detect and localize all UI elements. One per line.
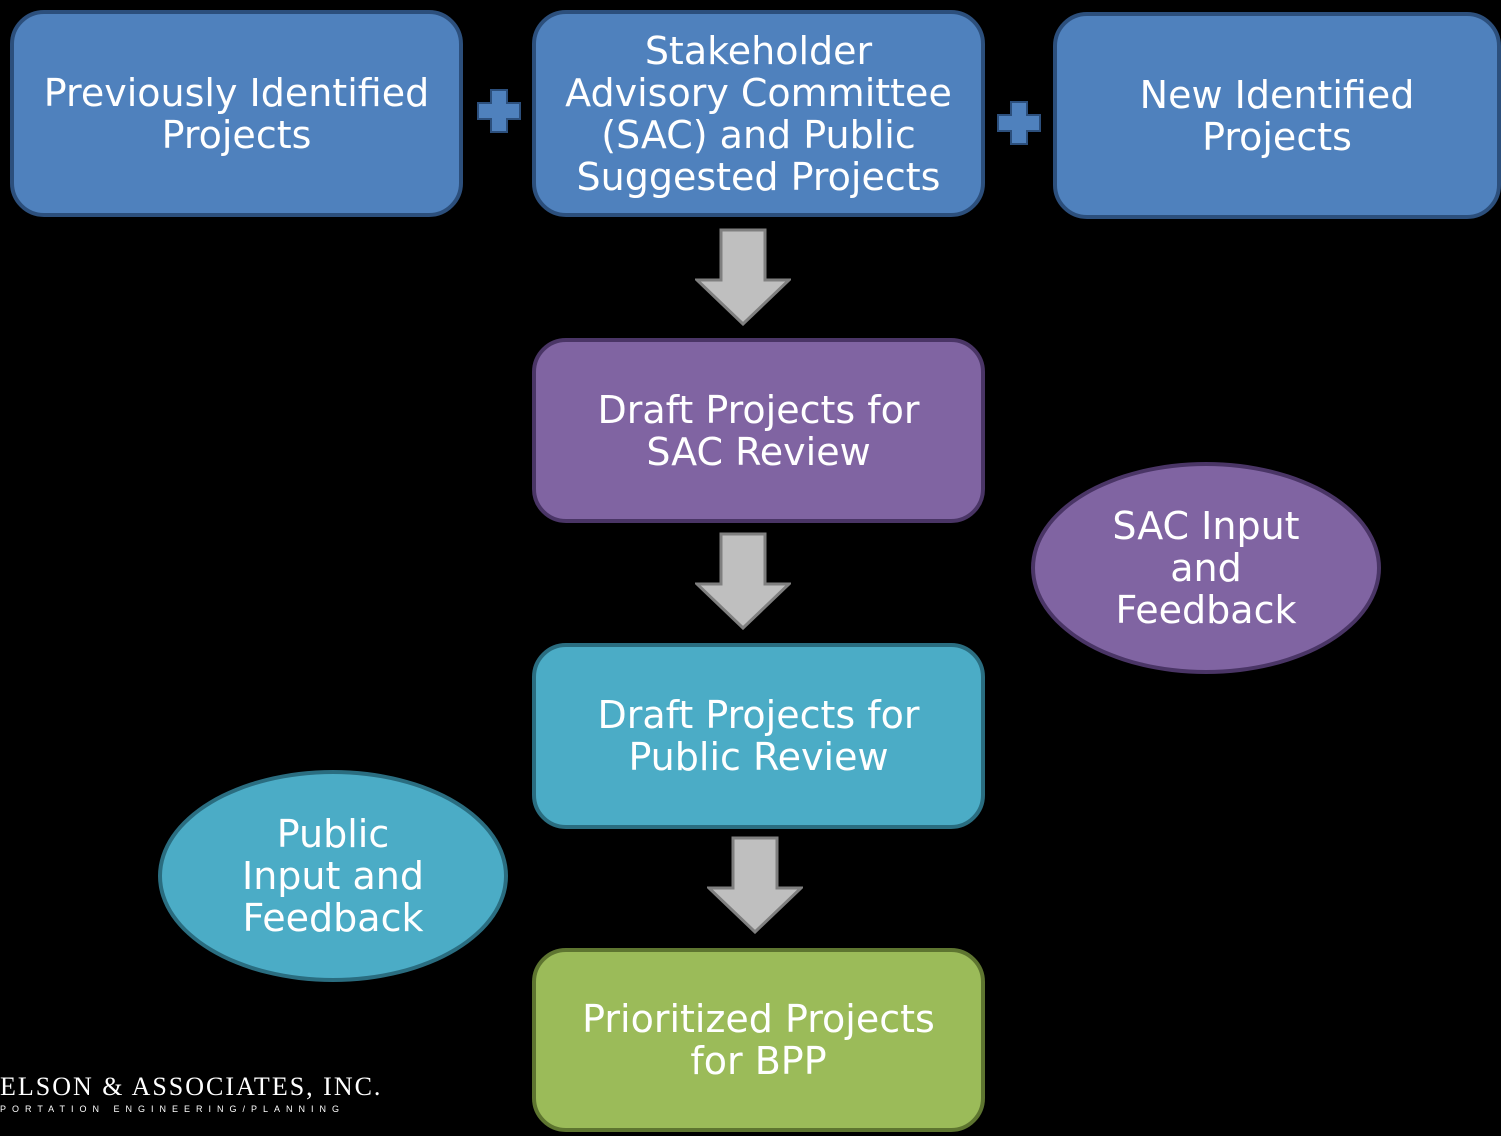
oval-sac-input-label: SAC Input and Feedback	[1112, 504, 1300, 632]
box-new-identified-label: New Identified Projects	[1139, 72, 1415, 159]
box-previously-identified-projects: Previously Identified Projects	[10, 10, 463, 217]
oval-public-input-label: Public Input and Feedback	[242, 812, 424, 940]
box-prioritized-projects: Prioritized Projects for BPP	[532, 948, 985, 1132]
plus-icon	[477, 89, 521, 133]
logo-tagline: PORTATION ENGINEERING/PLANNING	[0, 1104, 346, 1114]
plus-icon	[997, 101, 1041, 145]
box-previously-identified-label: Previously Identified Projects	[43, 70, 430, 157]
box-sac-public-suggested-projects: Stakeholder Advisory Committee (SAC) and…	[532, 10, 985, 217]
down-arrow-icon	[707, 836, 803, 934]
oval-public-input-feedback: Public Input and Feedback	[158, 770, 508, 982]
oval-sac-input-feedback: SAC Input and Feedback	[1031, 462, 1381, 674]
company-logo: ELSON & ASSOCIATES, INC. PORTATION ENGIN…	[0, 1072, 382, 1114]
box-draft-projects-public-review: Draft Projects for Public Review	[532, 643, 985, 829]
down-arrow-icon	[695, 228, 791, 326]
box-draft-public-review-label: Draft Projects for Public Review	[597, 693, 920, 779]
box-prioritized-label: Prioritized Projects for BPP	[582, 997, 935, 1083]
box-sac-public-suggested-label: Stakeholder Advisory Committee (SAC) and…	[565, 28, 952, 199]
box-draft-projects-sac-review: Draft Projects for SAC Review	[532, 338, 985, 523]
logo-name: ELSON & ASSOCIATES, INC.	[0, 1072, 383, 1101]
box-draft-sac-review-label: Draft Projects for SAC Review	[597, 387, 920, 474]
box-new-identified-projects: New Identified Projects	[1053, 12, 1501, 219]
down-arrow-icon	[695, 532, 791, 630]
